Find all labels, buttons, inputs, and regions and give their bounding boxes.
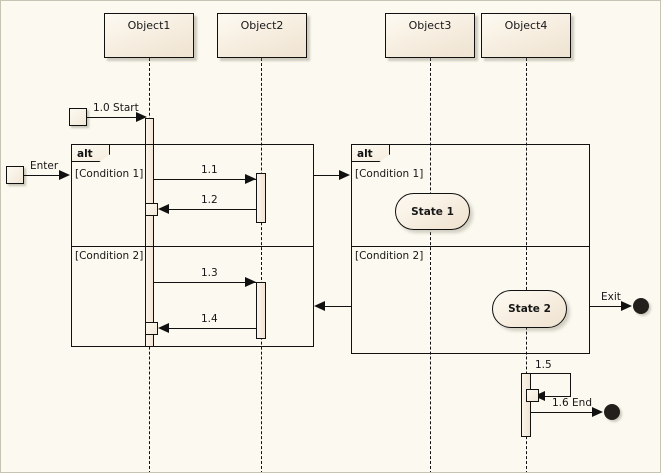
alt-operator-tag-right: alt (352, 145, 390, 162)
object-label: Object2 (240, 19, 284, 32)
activation-bar-object2-upper[interactable] (256, 173, 266, 223)
alt-operator-label: alt (77, 148, 93, 160)
message-label-1-4: 1.4 (201, 313, 218, 325)
alt-left-condition-1: [Condition 1] (75, 168, 144, 180)
message-label-1-1: 1.1 (201, 164, 218, 176)
message-line-exit (590, 306, 627, 307)
state-label: State 2 (508, 303, 551, 315)
message-label-exit: Exit (601, 291, 621, 303)
end-node-exit[interactable] (633, 298, 649, 314)
arrowhead-1-1 (245, 174, 256, 184)
alt-left-divider (71, 246, 314, 247)
alt-left-condition-2: [Condition 2] (75, 250, 144, 262)
message-label-1-5: 1.5 (535, 359, 552, 371)
object-label: Object4 (504, 19, 548, 32)
self-message-1-5-bottom (541, 396, 571, 397)
message-label-enter: Enter (30, 160, 59, 172)
object-label: Object1 (127, 19, 171, 32)
alt-operator-label: alt (357, 148, 373, 160)
message-line-enter (24, 175, 62, 176)
return-marker-1-4[interactable] (145, 322, 158, 335)
arrowhead-enter (59, 170, 70, 180)
connector-right-to-left-frame (317, 306, 351, 307)
lifeline-object2 (261, 58, 262, 472)
message-line-1-0-start (87, 117, 143, 118)
object-box-object1[interactable]: Object1 (104, 13, 194, 58)
message-line-1-1 (154, 179, 256, 180)
message-line-1-2 (161, 209, 256, 210)
arrowhead-exit (621, 301, 632, 311)
alt-fragment-right[interactable] (351, 144, 590, 354)
object-box-object4[interactable]: Object4 (481, 13, 571, 58)
arrowhead-frame-connector-right (339, 170, 350, 180)
lifeline-object4 (526, 58, 527, 472)
message-line-1-3 (154, 282, 256, 283)
state-label: State 1 (411, 205, 454, 218)
message-line-1-4 (161, 328, 256, 329)
message-label-1-0-start: 1.0 Start (93, 102, 139, 114)
message-label-1-3: 1.3 (201, 267, 218, 279)
self-message-1-5-top (531, 373, 571, 374)
return-marker-1-2[interactable] (145, 203, 158, 216)
alt-right-condition-1: [Condition 1] (355, 168, 424, 180)
arrowhead-1-6-end (592, 407, 603, 417)
activation-bar-object4[interactable] (521, 373, 531, 437)
alt-right-divider (351, 246, 590, 247)
object-box-object2[interactable]: Object2 (217, 13, 307, 58)
state-node-state2[interactable]: State 2 (492, 290, 567, 328)
activation-bar-object2-lower[interactable] (256, 282, 266, 339)
end-node-final[interactable] (604, 404, 620, 420)
arrowhead-1-4 (158, 323, 169, 333)
arrowhead-frame-connector-left (314, 301, 325, 311)
start-node-square[interactable] (69, 108, 87, 126)
alt-operator-tag-left: alt (72, 145, 110, 162)
alt-fragment-left[interactable] (71, 144, 314, 347)
connector-left-to-right-frame (314, 175, 342, 176)
message-label-1-2: 1.2 (201, 194, 218, 206)
arrowhead-1-5 (534, 391, 545, 401)
lifeline-object3 (430, 58, 431, 472)
arrowhead-1-3 (245, 277, 256, 287)
arrowhead-1-0-start (136, 112, 147, 122)
object-box-object3[interactable]: Object3 (385, 13, 475, 58)
self-message-1-5-right (570, 373, 571, 396)
enter-node-square[interactable] (6, 166, 24, 184)
object-label: Object3 (408, 19, 452, 32)
arrowhead-1-2 (158, 204, 169, 214)
state-node-state1[interactable]: State 1 (395, 193, 470, 230)
message-label-1-6-end: 1.6 End (552, 397, 592, 409)
message-line-1-6-end (531, 412, 598, 413)
return-marker-1-5[interactable] (526, 389, 539, 402)
alt-right-condition-2: [Condition 2] (355, 250, 424, 262)
